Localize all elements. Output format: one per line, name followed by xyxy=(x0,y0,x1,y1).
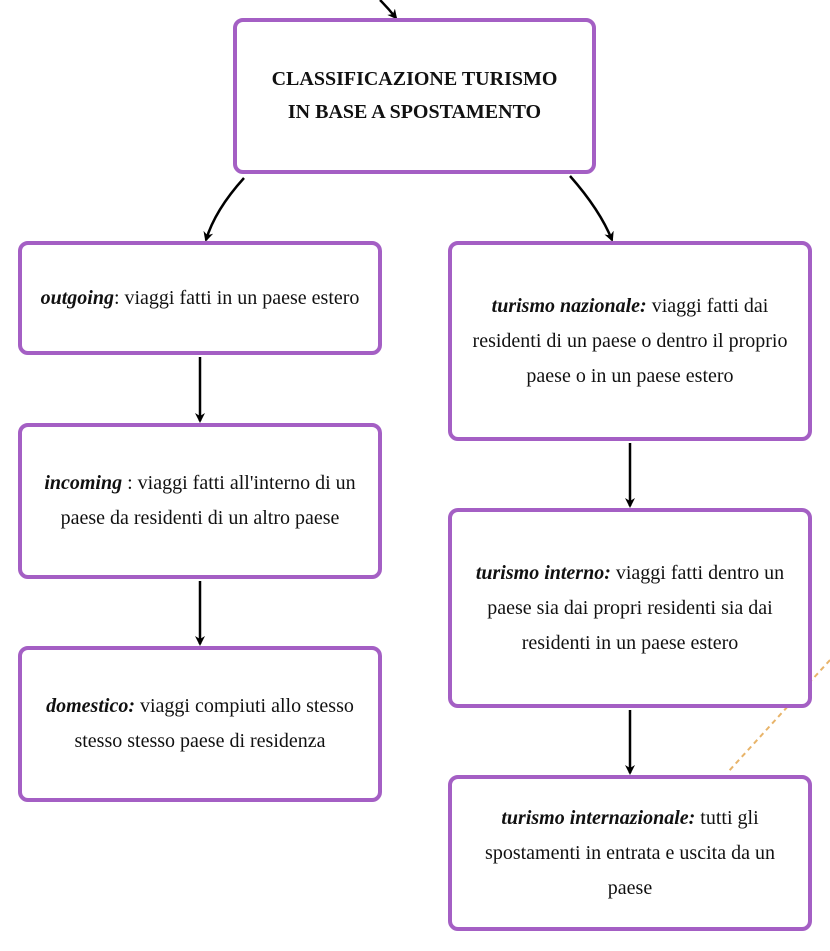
node-incoming-text: : viaggi fatti all'interno di un paese d… xyxy=(60,472,356,529)
node-turismo-internazionale-text: tutti gli spostamenti in entrata e uscit… xyxy=(485,806,775,899)
node-turismo-internazionale-term: turismo internazionale: xyxy=(501,806,696,829)
root-title-line1: CLASSIFICAZIONE TURISMO xyxy=(271,68,558,90)
root-title-line2: IN BASE A SPOSTAMENTO xyxy=(287,101,542,123)
node-incoming[interactable]: incoming : viaggi fatti all'interno di u… xyxy=(18,423,382,579)
arrow-into-root xyxy=(379,0,398,20)
node-outgoing-term: outgoing xyxy=(40,286,114,309)
node-turismo-nazionale-term: turismo nazionale: xyxy=(491,294,647,317)
node-turismo-interno-term: turismo interno: xyxy=(475,561,611,584)
node-domestico-term: domestico: xyxy=(46,695,135,717)
arrow-root-to-nazionale xyxy=(569,175,614,242)
node-domestico[interactable]: domestico: viaggi compiuti allo stesso s… xyxy=(18,646,382,802)
node-turismo-nazionale[interactable]: turismo nazionale: viaggi fatti dai resi… xyxy=(448,241,812,441)
node-turismo-nazionale-text: viaggi fatti dai residenti di un paese o… xyxy=(472,294,788,387)
root-node[interactable]: CLASSIFICAZIONE TURISMO IN BASE A SPOSTA… xyxy=(233,18,596,174)
node-incoming-term: incoming xyxy=(44,472,123,494)
arrow-root-to-outgoing xyxy=(203,177,245,242)
node-turismo-interno[interactable]: turismo interno: viaggi fatti dentro un … xyxy=(448,508,812,708)
node-outgoing-text: : viaggi fatti in un paese estero xyxy=(113,286,360,309)
node-turismo-internazionale[interactable]: turismo internazionale: tutti gli sposta… xyxy=(448,775,812,931)
node-domestico-text: viaggi compiuti allo stesso stesso stess… xyxy=(74,695,354,752)
node-outgoing[interactable]: outgoing: viaggi fatti in un paese ester… xyxy=(18,241,382,355)
node-turismo-interno-text: viaggi fatti dentro un paese sia dai pro… xyxy=(487,561,785,654)
